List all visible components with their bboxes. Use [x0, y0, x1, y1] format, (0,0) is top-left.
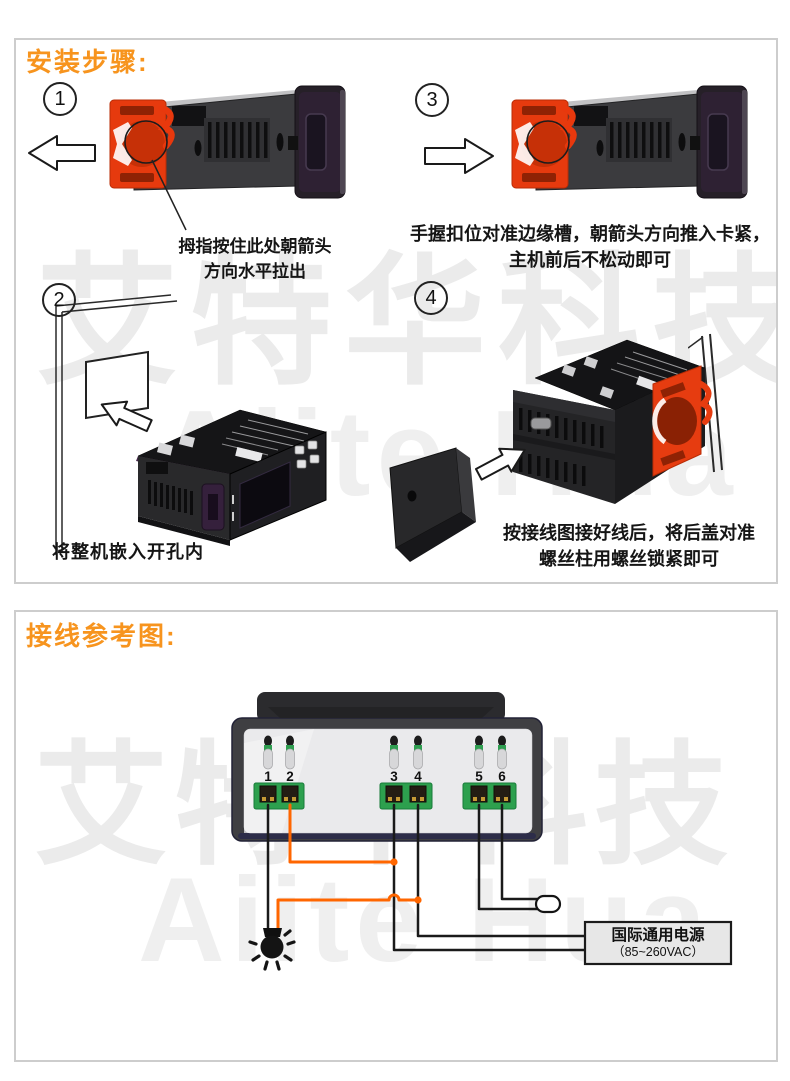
step1-product-photo [100, 84, 353, 202]
wire-terminal2-jumper [288, 803, 396, 864]
step4-caption-line1: 按接线图接好线后，将后盖对准 [503, 523, 755, 543]
step4-product-photo [513, 339, 713, 504]
terminal-label-4: 4 [414, 769, 422, 784]
wire-terminal5-to-probe [477, 803, 542, 911]
wiring-title: 接线参考图: [26, 621, 177, 651]
wire-terminal4-to-power [416, 803, 587, 938]
step3-number: 3 [415, 83, 449, 117]
step1-number: 1 [43, 82, 77, 116]
step3-caption-line1: 手握扣位对准边缘槽，朝箭头方向推入卡紧， [410, 224, 770, 244]
junction-dot-2 [414, 896, 422, 904]
step2-number-label: 2 [53, 288, 65, 311]
arrow-left-icon [28, 135, 96, 171]
step4-caption: 按接线图接好线后，将后盖对准 螺丝柱用螺丝锁紧即可 [470, 520, 788, 572]
controller-back-view [231, 692, 543, 842]
step2-caption: 将整机嵌入开孔内 [52, 538, 204, 564]
wire-lamp-jumper [276, 893, 420, 930]
step4-caption-line2: 螺丝柱用螺丝锁紧即可 [539, 549, 719, 569]
step4-back-cover [389, 447, 476, 562]
step1-caption: 拇指按住此处朝箭头 方向水平拉出 [148, 234, 362, 284]
terminal-label-2: 2 [286, 769, 294, 784]
step1-caption-line2: 方向水平拉出 [204, 262, 306, 281]
wire-terminal3-to-power [392, 803, 587, 952]
terminal-blocks [253, 782, 517, 810]
terminal-label-3: 3 [390, 769, 398, 784]
power-supply-box: 国际通用电源 （85~260VAC） [583, 920, 733, 966]
step1-caption-line1: 拇指按住此处朝箭头 [178, 237, 332, 256]
install-title: 安装步骤: [26, 47, 149, 77]
step4-number: 4 [414, 281, 448, 315]
junction-dot-1 [390, 858, 398, 866]
step1-callout-line [151, 159, 187, 231]
step2-panel-drawing [55, 294, 178, 555]
display-window [239, 461, 291, 529]
panel-hole [85, 350, 149, 420]
arrow-right-icon [424, 138, 494, 174]
step4-number-label: 4 [425, 286, 437, 309]
step3-caption-line2: 主机前后不松动即可 [509, 250, 671, 270]
terminal-screws [263, 735, 507, 770]
step3-product-photo [502, 84, 755, 202]
cover-screw-hole [407, 490, 417, 502]
step3-caption: 手握扣位对准边缘槽，朝箭头方向推入卡紧， 主机前后不松动即可 [406, 221, 774, 273]
power-box-line2: （85~260VAC） [612, 945, 704, 959]
sensor-probe [534, 894, 562, 914]
arrow-upleft-icon [100, 400, 153, 433]
side-post [530, 417, 552, 430]
terminal-numbers: 1 2 3 4 5 6 [264, 769, 506, 784]
step1-number-label: 1 [54, 87, 66, 110]
wiring-diagram: 1 2 3 4 5 6 [231, 692, 733, 971]
step3-number-label: 3 [426, 88, 438, 111]
step2-number: 2 [42, 283, 76, 317]
red-clip [652, 365, 713, 477]
step2-caption-line1: 将整机嵌入开孔内 [52, 542, 204, 562]
power-box-line1: 国际通用电源 [611, 925, 705, 944]
terminal-label-5: 5 [475, 769, 483, 784]
wire-terminal6-to-probe [500, 803, 546, 901]
bulb-icon [248, 928, 296, 971]
terminal-label-6: 6 [498, 769, 506, 784]
step2-product-photo [136, 409, 327, 546]
terminal-label-1: 1 [264, 769, 272, 784]
arrow-upright-icon [474, 447, 526, 481]
